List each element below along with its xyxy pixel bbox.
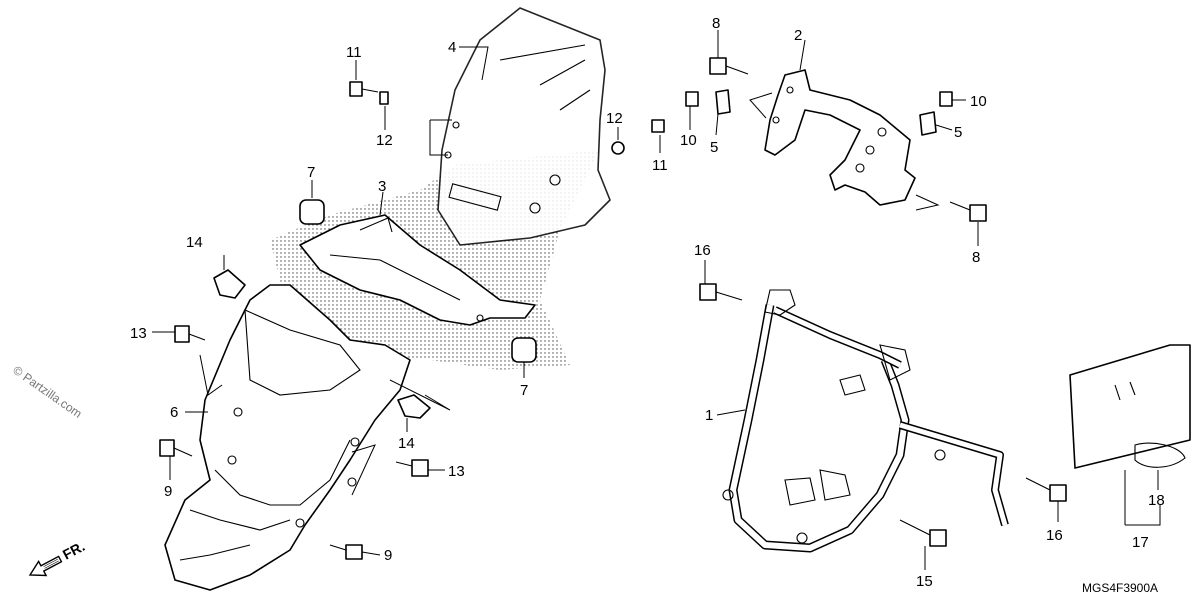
- callout-9b[interactable]: 9: [384, 547, 392, 564]
- callout-2[interactable]: 2: [794, 27, 802, 44]
- callout-18[interactable]: 18: [1148, 492, 1165, 509]
- callout-15[interactable]: 15: [916, 573, 933, 590]
- callouts: 1 2 3 4 5 5 6 7 7 8 8 9 9 10 10 11 11 12…: [130, 15, 1165, 590]
- callout-9a[interactable]: 9: [164, 483, 172, 500]
- callout-16b[interactable]: 16: [1046, 527, 1063, 544]
- callout-8a[interactable]: 8: [712, 15, 720, 32]
- callout-6[interactable]: 6: [170, 404, 178, 421]
- document-holder-part[interactable]: [1069, 344, 1191, 469]
- leader-lines: [152, 30, 1161, 570]
- callout-3[interactable]: 3: [378, 178, 386, 195]
- inner-cover-part[interactable]: [299, 214, 536, 326]
- callout-7a[interactable]: 7: [307, 164, 315, 181]
- callout-11b[interactable]: 11: [652, 157, 668, 174]
- upper-stay-part[interactable]: [764, 69, 916, 206]
- callout-12b[interactable]: 12: [606, 110, 623, 127]
- callout-14a[interactable]: 14: [186, 234, 203, 251]
- callout-10b[interactable]: 10: [970, 93, 987, 110]
- fasteners: [159, 57, 1067, 560]
- callout-16a[interactable]: 16: [694, 242, 711, 259]
- callout-5b[interactable]: 5: [954, 124, 962, 141]
- callout-13a[interactable]: 13: [130, 325, 147, 342]
- callout-5a[interactable]: 5: [710, 139, 718, 156]
- front-direction-label: FR.: [60, 538, 87, 563]
- main-stay-part[interactable]: [722, 289, 1009, 553]
- callout-7b[interactable]: 7: [520, 382, 528, 399]
- diagram-code: MGS4F3900A: [1082, 581, 1158, 595]
- callout-13b[interactable]: 13: [448, 463, 465, 480]
- callout-1[interactable]: 1: [705, 407, 713, 424]
- callout-12a[interactable]: 12: [376, 132, 393, 149]
- front-cover-part[interactable]: [164, 284, 411, 591]
- callout-11a[interactable]: 11: [346, 44, 362, 61]
- front-arrow-icon: [28, 555, 63, 577]
- watermark-text: © Partzilla.com: [10, 363, 84, 421]
- callout-17[interactable]: 17: [1132, 534, 1149, 551]
- callout-14b[interactable]: 14: [398, 435, 415, 452]
- windscreen-part[interactable]: [437, 7, 611, 246]
- callout-10a[interactable]: 10: [680, 132, 697, 149]
- callout-4[interactable]: 4: [448, 39, 456, 56]
- callout-8b[interactable]: 8: [972, 249, 980, 266]
